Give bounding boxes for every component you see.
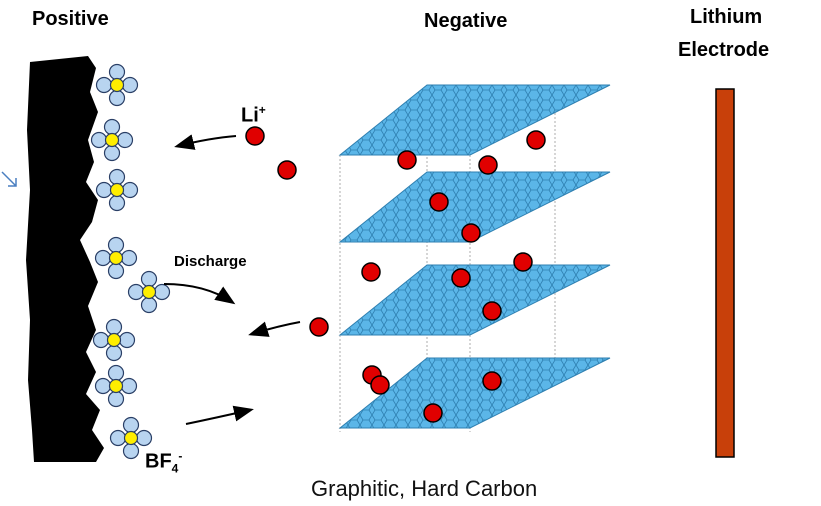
bf4-anion: [94, 364, 138, 408]
discharge-label: Discharge: [174, 253, 247, 270]
fluorine-atom: [107, 262, 125, 280]
fluorine-atom: [103, 144, 121, 162]
carbon-caption: Graphitic, Hard Carbon: [311, 476, 538, 501]
boron-atom: [104, 132, 120, 148]
bf4-label: BF4-: [145, 449, 182, 476]
fluorine-atom: [109, 429, 127, 447]
li-ion: [482, 301, 502, 321]
bf4-anion: [95, 63, 139, 107]
fluorine-atom: [107, 390, 125, 408]
li-ion: [397, 150, 417, 170]
fluorine-atom: [108, 168, 126, 186]
graphene-layer: [338, 84, 611, 156]
boron-atom: [109, 77, 125, 93]
fluorine-atom: [107, 236, 125, 254]
boron-atom: [106, 332, 122, 348]
fluorine-atom: [95, 181, 113, 199]
positive-label: Positive: [32, 8, 109, 30]
fluorine-atom: [140, 296, 158, 314]
graphene-layers: [338, 84, 611, 429]
fluorine-atom: [90, 131, 108, 149]
li-ion: [277, 160, 297, 180]
discharge-arrow: [163, 283, 236, 305]
bf4-anions: [90, 63, 171, 460]
li-ion: [482, 371, 502, 391]
fluorine-atom: [122, 416, 140, 434]
li-ion: [370, 375, 390, 395]
boron-atom: [141, 284, 157, 300]
fluorine-atom: [103, 118, 121, 136]
boron-atom: [109, 182, 125, 198]
fluorine-atom: [108, 63, 126, 81]
li-ion: [245, 126, 265, 146]
fluorine-atom: [108, 89, 126, 107]
graphene-layer: [338, 357, 611, 429]
fluorine-atom: [121, 181, 139, 199]
graphene-layer: [338, 264, 611, 336]
negative-label: Negative: [424, 10, 508, 32]
li-ion: [451, 268, 471, 288]
fluorine-atom: [92, 331, 110, 349]
li-ion: [309, 317, 329, 337]
fluorine-atom: [94, 377, 112, 395]
bf4-anion: [109, 416, 153, 460]
fluorine-atom: [135, 429, 153, 447]
fluorine-atom: [107, 364, 125, 382]
fluorine-atom: [120, 249, 138, 267]
anion-arrow-bottom: [185, 405, 254, 425]
li-ion: [526, 130, 546, 150]
fluorine-atom: [108, 194, 126, 212]
fluorine-atom: [121, 76, 139, 94]
li-ion-symbol: Li: [241, 104, 259, 127]
li-ion: [461, 223, 481, 243]
bf4-anion: [127, 270, 171, 314]
fluorine-atom: [116, 131, 134, 149]
li-ion: [361, 262, 381, 282]
li-arrow-top: [174, 134, 237, 150]
fluorine-atom: [127, 283, 145, 301]
fluorine-atom: [122, 442, 140, 460]
li-ion-charge: +: [258, 103, 266, 117]
lithium-electrode-label-line2: Electrode: [678, 39, 770, 61]
li-ions: [245, 126, 546, 423]
fluorine-atom: [94, 249, 112, 267]
fluorine-atom: [105, 344, 123, 362]
bf4-anion: [94, 236, 138, 280]
bf4-anion: [95, 168, 139, 212]
fluorine-atom: [120, 377, 138, 395]
fluorine-atom: [153, 283, 171, 301]
positive-electrode: [26, 56, 104, 462]
boron-atom: [108, 378, 124, 394]
fluorine-atom: [105, 318, 123, 336]
fluorine-atom: [118, 331, 136, 349]
li-ion: [478, 155, 498, 175]
boron-atom: [108, 250, 124, 266]
li-ion: [513, 252, 533, 272]
lithium-electrode: [715, 88, 735, 458]
fluorine-atom: [140, 270, 158, 288]
li-arrow-middle: [248, 321, 301, 337]
fluorine-atom: [95, 76, 113, 94]
bf4-symbol: BF: [145, 450, 172, 473]
bf4-anion: [90, 118, 134, 162]
edge-arrow-icon: [1, 171, 17, 187]
li-ion: [423, 403, 443, 423]
bf4-charge: -: [178, 449, 183, 463]
li-ion: [429, 192, 449, 212]
bf4-anion: [92, 318, 136, 362]
bf4-subscript: 4: [171, 461, 179, 476]
lithium-electrode-label-line1: Lithium: [690, 6, 763, 28]
li-ion-label: Li+: [241, 103, 266, 128]
boron-atom: [123, 430, 139, 446]
